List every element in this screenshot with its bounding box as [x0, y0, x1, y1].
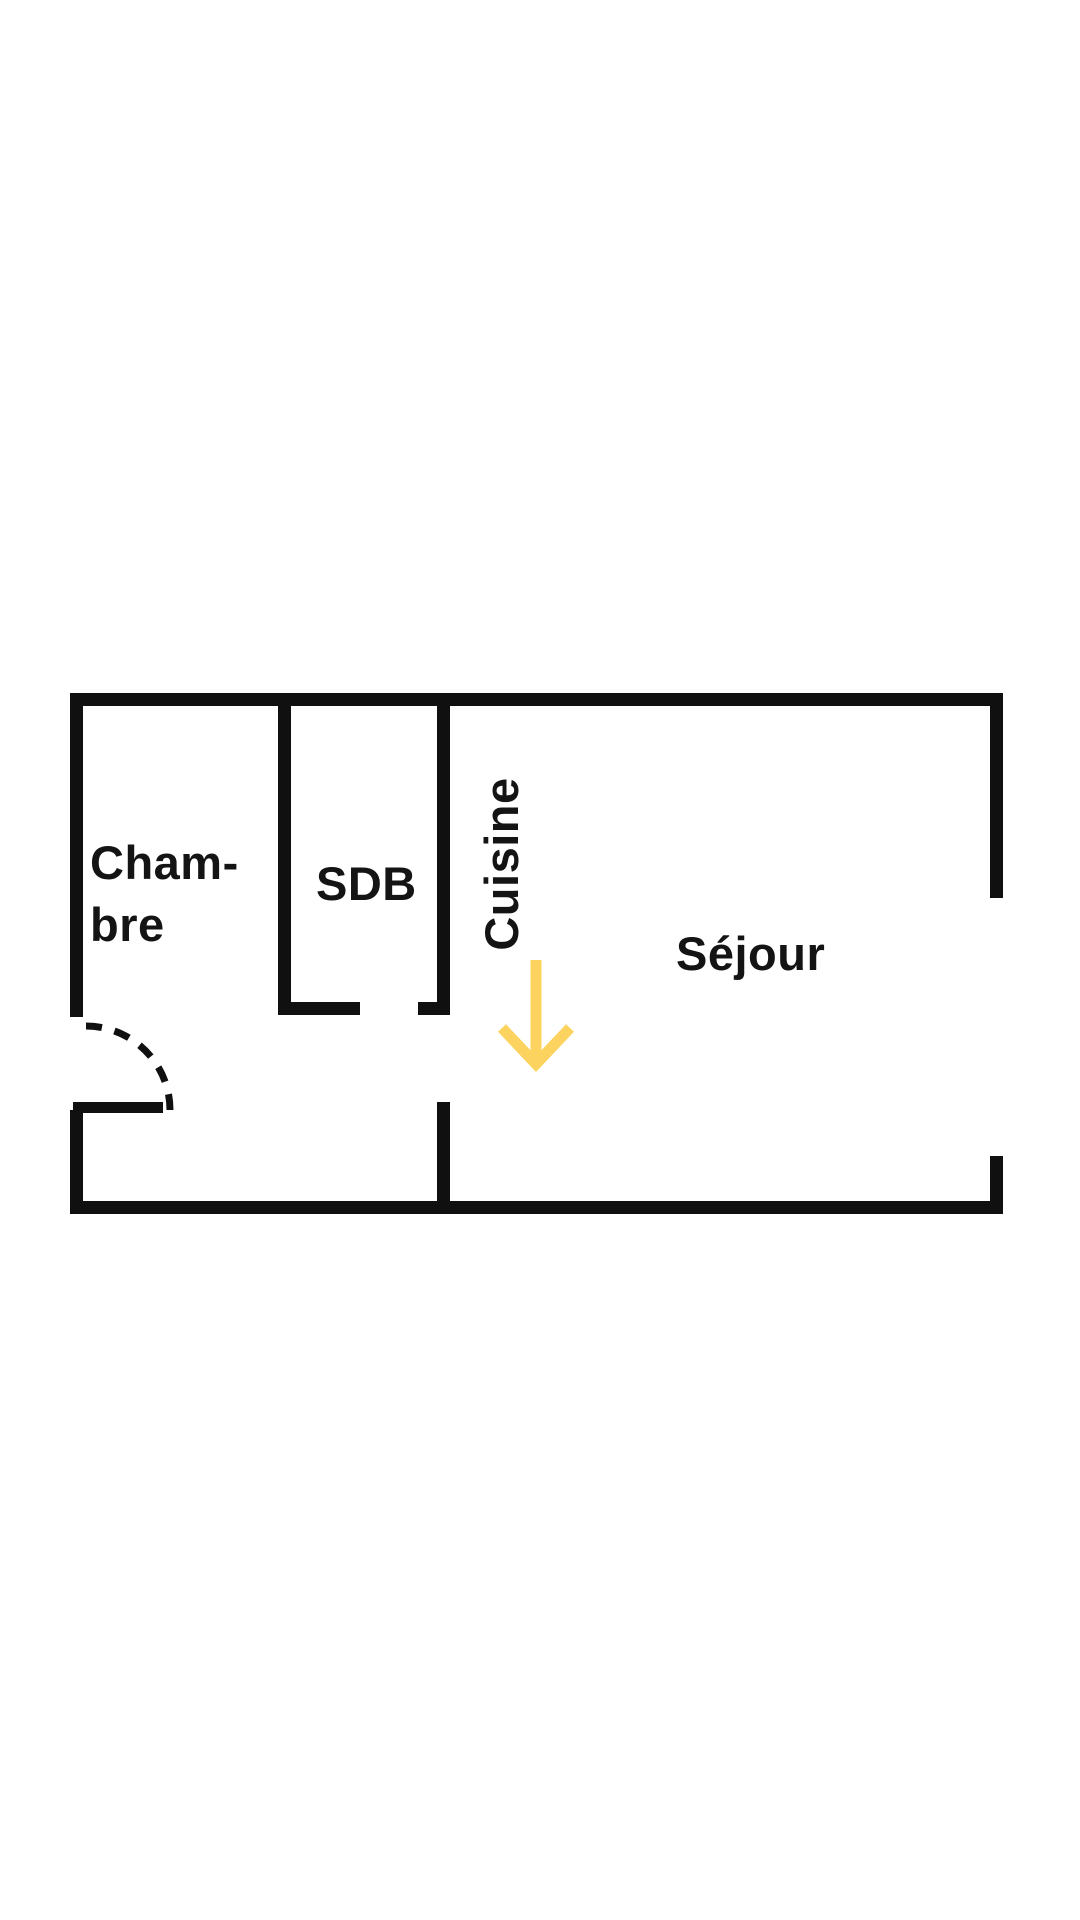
wall-left-upper [70, 693, 83, 1017]
wall-bottom [70, 1201, 1003, 1214]
wall-left-lower [70, 1110, 83, 1214]
door-swing-arc-icon [85, 1022, 174, 1111]
wall-sdb-cuisine [437, 693, 450, 1015]
wall-right-upper [990, 693, 1003, 898]
door-leaf [73, 1102, 163, 1113]
room-label-cuisine: Cuisine [474, 777, 528, 951]
wall-entry-vertical [437, 1102, 450, 1214]
room-label-chambre-line2: bre [90, 898, 165, 952]
down-arrow-head [498, 1024, 574, 1073]
room-label-sdb: SDB [316, 857, 417, 910]
wall-sdb-south-right [418, 1002, 450, 1015]
wall-sdb-south-left [278, 1002, 360, 1015]
wall-right-lower [990, 1156, 1003, 1214]
down-arrow-icon [498, 960, 574, 1073]
room-label-chambre: Cham- bre [90, 832, 239, 956]
room-label-chambre-line1: Cham- [90, 836, 239, 889]
wall-top [70, 693, 1003, 706]
room-label-sejour: Séjour [676, 927, 826, 980]
wall-chambre-sdb [278, 693, 291, 1015]
